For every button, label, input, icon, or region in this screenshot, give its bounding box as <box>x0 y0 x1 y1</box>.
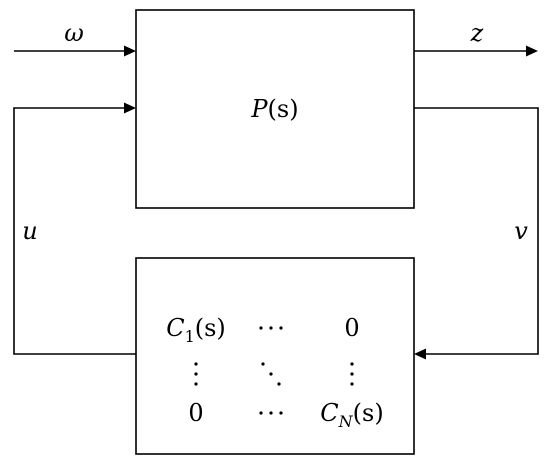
omega-arrowhead <box>124 45 136 57</box>
plant-block <box>135 9 415 209</box>
controller-entry-c1: C1(s) <box>166 314 226 346</box>
z-arrowhead <box>526 45 538 57</box>
plant-name: P <box>250 95 268 123</box>
cn-index: N <box>338 412 354 431</box>
controller-block <box>135 257 415 455</box>
plant-argument: (s) <box>268 95 299 123</box>
cn-argument: (s) <box>353 399 384 427</box>
plant-label: P(s) <box>250 95 298 123</box>
v-feedback-line <box>414 107 539 355</box>
omega-label: ω <box>64 19 84 47</box>
controller-entry-cn: CN(s) <box>320 399 383 431</box>
c1-argument: (s) <box>195 314 226 342</box>
controller-entry-zero-top: 0 <box>344 314 359 342</box>
c1-name: C <box>166 314 184 342</box>
v-arrowhead <box>414 348 426 360</box>
hdots-row3 <box>259 411 283 415</box>
ddots-center <box>261 362 281 386</box>
u-label: u <box>22 217 37 245</box>
v-label: v <box>514 217 528 245</box>
u-feedback-line <box>13 107 136 355</box>
hdots-row1 <box>259 326 283 330</box>
vdots-left <box>194 362 198 386</box>
controller-entry-zero-bottom: 0 <box>188 399 203 427</box>
z-label: z <box>470 19 484 47</box>
c1-index: 1 <box>185 327 195 346</box>
cn-name: C <box>320 399 338 427</box>
vdots-right <box>350 362 354 386</box>
u-arrowhead <box>124 102 136 114</box>
